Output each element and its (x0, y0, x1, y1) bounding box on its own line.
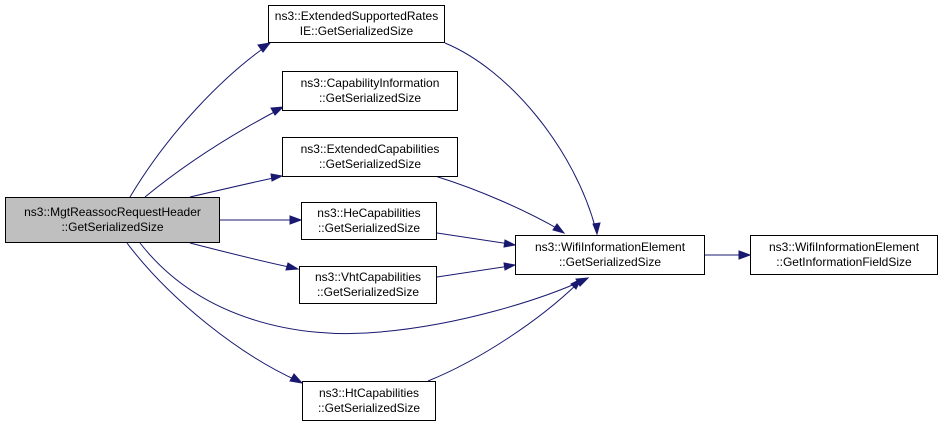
edge-ext-rates-to-wifi-serialized (444, 42, 597, 231)
node-label-line1: ns3::HeCapabilities (317, 206, 421, 220)
node-label-line2: ::GetSerializedSize (61, 220, 164, 234)
node-extended-capabilities-get-serialized-size[interactable]: ns3::ExtendedCapabilities ::GetSerialize… (282, 137, 458, 177)
edge-ext-rates-to-wifi-serialized-arrow (592, 222, 601, 236)
node-label-line1: ns3::WifiInformationElement (768, 240, 920, 254)
node-wifi-information-element-get-serialized-size[interactable]: ns3::WifiInformationElement ::GetSeriali… (515, 235, 705, 275)
edge-ext-cap-to-wifi-serialized-arrow (552, 223, 566, 234)
node-label-line2: ::GetSerializedSize (318, 91, 422, 105)
node-label-line2: ::GetSerializedSize (317, 401, 421, 415)
node-label-line2: ::GetSerializedSize (558, 255, 662, 269)
edge-vht-cap-to-wifi-serialized-arrow (503, 262, 517, 271)
node-mgt-reassoc-request-get-serialized-size: ns3::MgtReassocRequestHeader ::GetSerial… (5, 197, 220, 243)
node-ht-capabilities-get-serialized-size[interactable]: ns3::HtCapabilities ::GetSerializedSize (302, 381, 436, 421)
node-label-line2: ::GetSerializedSize (316, 285, 420, 299)
node-vht-capabilities-get-serialized-size[interactable]: ns3::VhtCapabilities ::GetSerializedSize (299, 266, 437, 304)
node-label-line1: ns3::MgtReassocRequestHeader (24, 205, 201, 219)
edge-vht-cap-to-wifi-serialized (436, 265, 511, 278)
node-label-line1: ns3::VhtCapabilities (314, 270, 422, 284)
node-label-line1: ns3::CapabilityInformation (300, 76, 440, 90)
edge-he-cap-to-wifi-serialized-arrow (503, 239, 517, 248)
node-he-capabilities-get-serialized-size[interactable]: ns3::HeCapabilities ::GetSerializedSize (301, 202, 437, 240)
edge-root-to-ht-cap (126, 242, 299, 382)
edge-root-to-ext-cap (189, 176, 279, 198)
edge-root-to-ext-rates-arrow (257, 42, 272, 53)
node-extended-supported-rates-get-serialized-size[interactable]: ns3::ExtendedSupportedRates IE::GetSeria… (268, 5, 445, 43)
node-wifi-information-element-get-information-field-size[interactable]: ns3::WifiInformationElement ::GetInforma… (750, 235, 938, 275)
edge-root-to-ht-cap-arrow (289, 373, 304, 384)
edge-root-to-vht-cap-arrow (285, 262, 300, 271)
node-label-line1: ns3::ExtendedSupportedRates (274, 9, 439, 23)
node-label-line1: ns3::HtCapabilities (318, 386, 420, 400)
edge-he-cap-to-wifi-serialized (436, 232, 511, 245)
node-label-line2: ::GetInformationFieldSize (776, 255, 912, 269)
node-label-line1: ns3::WifiInformationElement (534, 240, 686, 254)
node-label-line1: ns3::ExtendedCapabilities (300, 142, 440, 156)
edge-ext-cap-to-wifi-serialized (434, 175, 561, 231)
node-label-line2: ::GetSerializedSize (318, 157, 422, 171)
edge-ht-cap-to-wifi-serialized (427, 282, 579, 382)
edge-root-to-cap-info (144, 108, 281, 198)
edge-wifi-serialized-to-info-field-arrow (738, 250, 752, 260)
edge-root-to-ext-cap-arrow (270, 173, 284, 182)
edge-root-to-vht-cap (189, 242, 295, 269)
edge-ht-cap-to-wifi-serialized-arrow (570, 277, 583, 290)
edge-root-to-he-cap-arrow (289, 215, 303, 225)
node-label-line2: IE::GetSerializedSize (299, 24, 414, 38)
edge-root-to-cap-info-arrow (270, 106, 285, 116)
edge-root-to-wifi-serialized (139, 242, 585, 335)
node-label-line2: ::GetSerializedSize (317, 221, 421, 235)
edge-root-to-ext-rates (129, 44, 269, 198)
node-capability-information-get-serialized-size[interactable]: ns3::CapabilityInformation ::GetSerializ… (282, 71, 458, 111)
